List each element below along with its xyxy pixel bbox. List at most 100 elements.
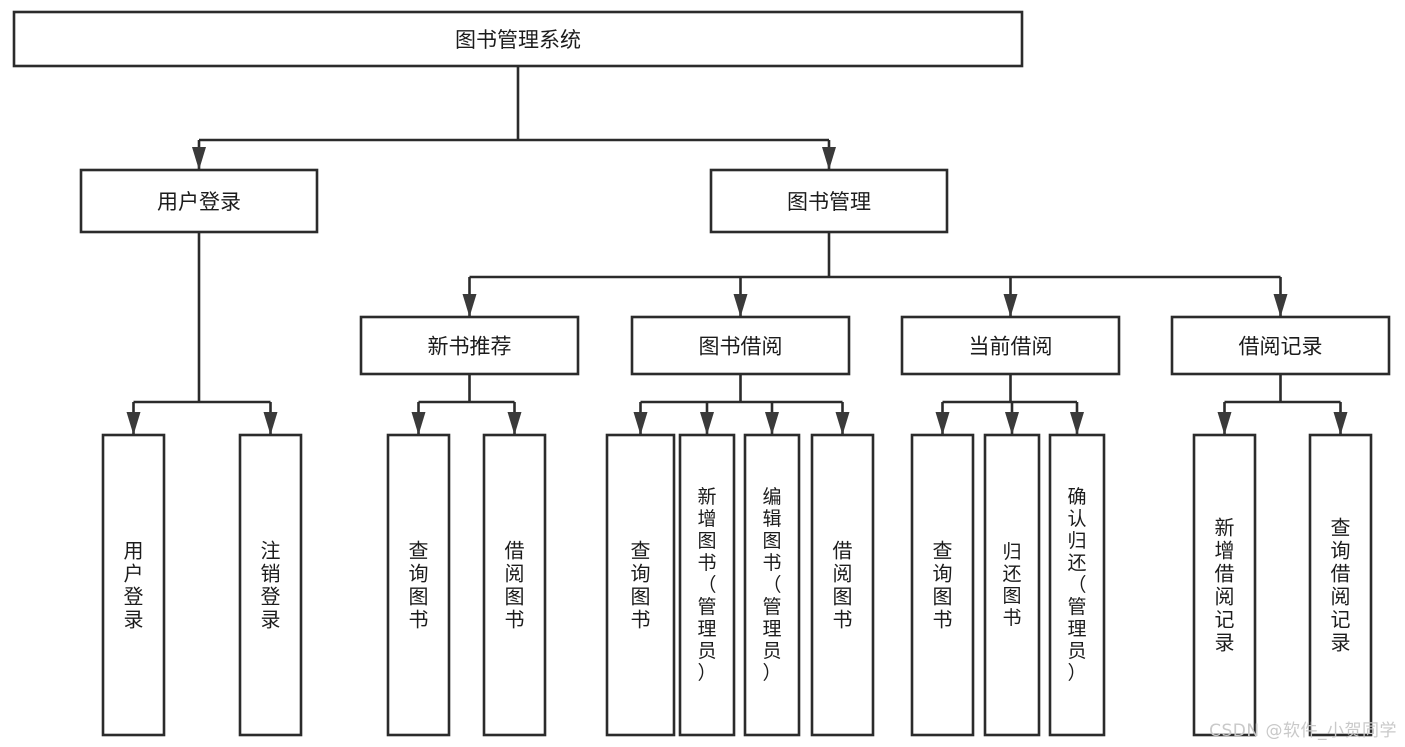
book-management-box[interactable] — [709, 168, 949, 234]
arrow-head-icon-leaf-return-book — [1005, 412, 1019, 435]
leaf-edit-book-admin-label-char: 图 — [762, 530, 781, 552]
leaf-edit-book-admin-label-char: ） — [762, 662, 781, 684]
borrow-record[interactable]: 借阅记录 — [1170, 315, 1391, 376]
arrow-head-icon-leaf-user-login — [126, 412, 141, 435]
leaf-edit-book-admin-label-char: （ — [762, 574, 781, 596]
leaf-add-borrow-record-label-char: 新 — [1215, 516, 1235, 540]
current-borrow[interactable]: 当前借阅 — [900, 315, 1121, 376]
leaf-borrow-book-1-label-char: 阅 — [505, 562, 525, 586]
leaf-add-borrow-record-label-char: 阅 — [1215, 585, 1235, 609]
new-book-recommend-box[interactable] — [359, 315, 580, 376]
leaf-user-login-label-char: 录 — [124, 608, 144, 632]
leaf-confirm-return-admin-box[interactable] — [1048, 433, 1106, 737]
leaf-add-book-admin-label-char: 员 — [697, 640, 716, 662]
leaf-add-book-admin-label-char: 新 — [697, 486, 716, 508]
leaf-query-borrow-record-label-char: 阅 — [1331, 585, 1351, 609]
leaf-edit-book-admin-label-char: 管 — [762, 596, 781, 618]
leaf-add-borrow-record-label-char: 记 — [1215, 608, 1235, 632]
leaf-edit-book-admin-label-char: 辑 — [762, 508, 781, 530]
user-login-box[interactable] — [79, 168, 319, 234]
user-login-label: 用户登录 — [157, 190, 241, 214]
leaf-user-login[interactable]: 用户登录 — [101, 433, 166, 737]
leaf-query-book-1-label-char: 询 — [409, 562, 429, 586]
arrow-head-icon-book-borrow — [733, 294, 748, 317]
borrow-record-box[interactable] — [1170, 315, 1391, 376]
leaf-confirm-return-admin-label-char: 理 — [1067, 618, 1086, 640]
book-borrow[interactable]: 图书借阅 — [630, 315, 851, 376]
leaf-query-book-1-box[interactable] — [386, 433, 451, 737]
leaf-return-book-label-char: 还 — [1002, 563, 1021, 585]
leaf-borrow-book-1-label-char: 书 — [505, 608, 525, 632]
arrow-head-icon-leaf-query-book-1 — [411, 412, 426, 435]
leaf-query-book-3-label-char: 询 — [933, 562, 953, 586]
leaf-query-book-3-box[interactable] — [910, 433, 975, 737]
book-management-label: 图书管理 — [787, 190, 871, 214]
arrow-head-icon-leaf-logout — [263, 412, 278, 435]
leaf-query-book-2-label-char: 询 — [631, 562, 651, 586]
book-management[interactable]: 图书管理 — [709, 168, 949, 234]
arrow-head-icon-leaf-borrow-book-2 — [835, 412, 850, 435]
leaf-logout-label-char: 录 — [261, 608, 281, 632]
leaf-query-book-3-label-char: 书 — [933, 608, 953, 632]
arrow-head-icon-new-book-recommend — [462, 294, 477, 317]
leaf-add-book-admin-label-char: 管 — [697, 596, 716, 618]
leaf-add-book-admin-label-char: （ — [697, 574, 716, 596]
current-borrow-box[interactable] — [900, 315, 1121, 376]
arrow-head-icon-leaf-query-borrow-record — [1333, 412, 1348, 435]
leaf-borrow-book-1-box[interactable] — [482, 433, 547, 737]
user-login[interactable]: 用户登录 — [79, 168, 319, 234]
leaf-query-borrow-record-label-char: 借 — [1331, 562, 1351, 586]
leaf-borrow-book-2-box[interactable] — [810, 433, 875, 737]
leaf-query-book-3-label-char: 图 — [933, 585, 953, 609]
leaf-user-login-label-char: 户 — [124, 562, 144, 586]
leaf-confirm-return-admin-label-char: （ — [1067, 574, 1086, 596]
leaf-edit-book-admin-box[interactable] — [743, 433, 801, 737]
book-borrow-box[interactable] — [630, 315, 851, 376]
leaf-borrow-book-1-label-char: 图 — [505, 585, 525, 609]
arrow-head-icon-leaf-borrow-book-1 — [507, 412, 522, 435]
leaf-return-book-label-char: 书 — [1002, 607, 1021, 629]
leaf-query-book-2-box[interactable] — [605, 433, 676, 737]
leaf-add-borrow-record-box[interactable] — [1192, 433, 1257, 737]
leaf-add-book-admin-label-char: 图 — [697, 530, 716, 552]
title-node[interactable]: 图书管理系统 — [12, 10, 1024, 68]
leaf-add-book-admin-box[interactable] — [678, 433, 736, 737]
leaf-logout-box[interactable] — [238, 433, 303, 737]
leaf-query-borrow-record-label-char: 查 — [1331, 516, 1351, 540]
leaf-confirm-return-admin-label-char: ） — [1067, 662, 1086, 684]
leaf-add-book-admin-label-char: 增 — [697, 508, 716, 530]
arrow-head-icon-leaf-query-book-2 — [633, 412, 648, 435]
leaf-add-borrow-record-label-char: 录 — [1215, 631, 1235, 655]
arrow-head-icon-book-management — [822, 147, 836, 170]
leaf-logout-label-char: 销 — [261, 562, 281, 586]
arrow-head-icon-user-login — [192, 147, 206, 170]
leaf-return-book-box[interactable] — [983, 433, 1041, 737]
leaf-query-book-2-label-char: 图 — [631, 585, 651, 609]
leaf-query-book-3-label-char: 查 — [933, 539, 953, 563]
book-borrow-label: 图书借阅 — [699, 335, 783, 359]
arrow-head-icon-leaf-add-book-admin — [700, 412, 714, 435]
leaf-query-borrow-record-box[interactable] — [1308, 433, 1373, 737]
leaf-logout-label-char: 注 — [261, 539, 281, 563]
title-node-box[interactable] — [12, 10, 1024, 68]
new-book-recommend[interactable]: 新书推荐 — [359, 315, 580, 376]
leaf-return-book-label-char: 图 — [1002, 585, 1021, 607]
leaf-edit-book-admin-label-char: 编 — [762, 486, 781, 508]
leaf-user-login-box[interactable] — [101, 433, 166, 737]
arrow-head-icon-current-borrow — [1003, 294, 1018, 317]
leaf-user-login-label-char: 登 — [124, 585, 144, 609]
leaf-borrow-book-1-label-char: 借 — [505, 539, 525, 563]
